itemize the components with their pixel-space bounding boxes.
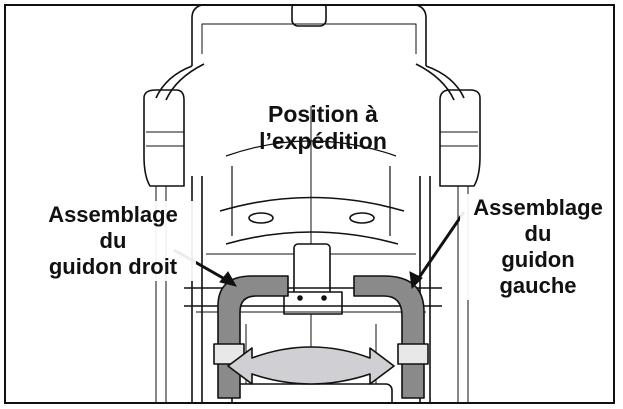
side-pod-left: [143, 89, 185, 187]
left-handlebar-label: Assemblage du guidon gauche: [460, 194, 613, 300]
leader-left-handlebar: [414, 211, 466, 283]
shroud-lower: [225, 231, 399, 245]
left-label-line-4: gauche: [499, 272, 577, 298]
upright-left: [155, 65, 193, 99]
shipping-position-label: Position à l’expédition: [232, 100, 414, 156]
right-label-line-1: Assemblage: [48, 202, 178, 227]
left-label-line-2: du: [524, 220, 552, 246]
right-label-line-3: guidon droit: [48, 253, 178, 279]
title-line-1: Position à: [268, 101, 378, 127]
diagram-frame: Position à l’expédition Assemblage du gu…: [4, 4, 615, 404]
upright-right: [425, 65, 465, 99]
right-label-line-2: du: [99, 227, 127, 253]
side-pod-right: [439, 89, 481, 187]
left-label-line-1: Assemblage: [473, 195, 603, 220]
right-handlebar-label: Assemblage du guidon droit: [30, 201, 196, 281]
left-handlebar: [353, 275, 425, 399]
rotation-arrow: [227, 346, 395, 385]
title-line-2: l’expédition: [259, 128, 387, 155]
left-label-line-3: guidon: [501, 246, 575, 272]
shroud-upper: [219, 196, 405, 212]
machine-illustration: [143, 6, 481, 402]
console-housing: [191, 6, 427, 66]
